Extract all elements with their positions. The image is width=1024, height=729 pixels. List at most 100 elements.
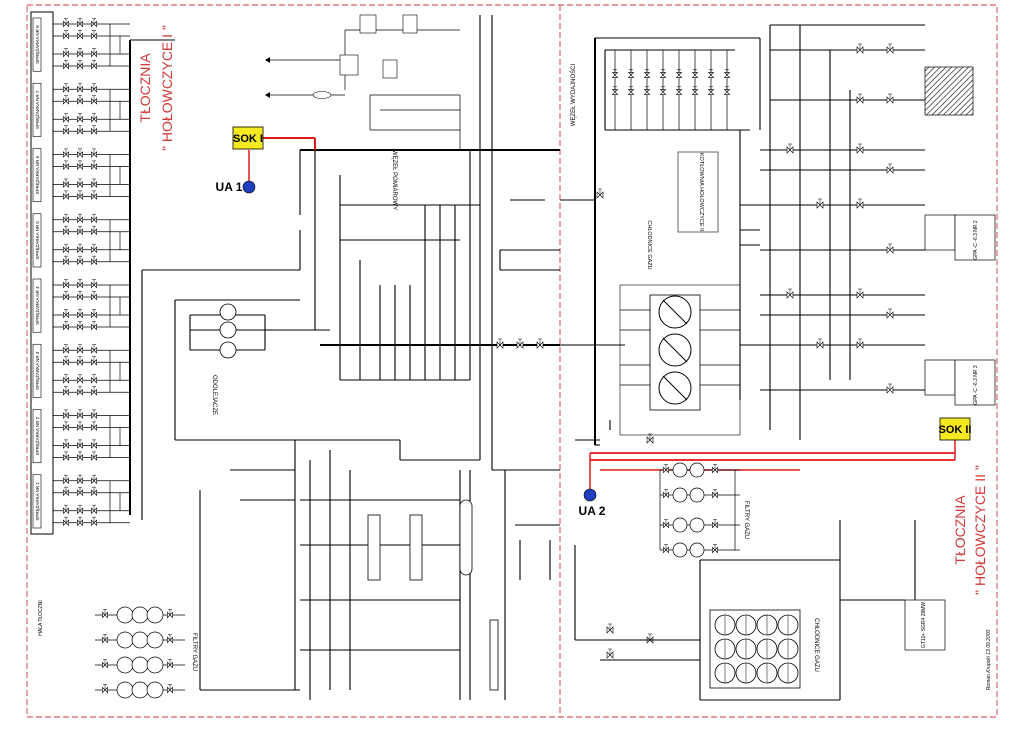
valve-icon — [63, 48, 69, 58]
compressor-unit: SPRĘŻARKA NR 6 — [32, 148, 42, 203]
valve-icon — [606, 623, 614, 634]
valve-icon — [77, 148, 83, 158]
hall-label: HALA TŁOCZNI — [38, 600, 44, 635]
valve-icon — [167, 609, 173, 619]
valve-icon — [691, 86, 699, 95]
gas-coolers-2-label: CHŁODNICE GAZU — [813, 618, 819, 672]
valve-icon — [63, 279, 69, 289]
valve-icon — [102, 684, 108, 694]
valve-icon — [886, 43, 894, 54]
ua-1-label: UA 1 — [216, 180, 243, 194]
valve-icon — [77, 409, 83, 419]
valve-icon — [77, 421, 83, 431]
valve-icon — [91, 255, 97, 266]
sok-2-label: SOK II — [938, 424, 971, 436]
valve-icon — [856, 198, 864, 209]
valve-icon — [63, 225, 69, 236]
lower-left-equipment — [199, 440, 560, 700]
valve-icon — [856, 43, 864, 54]
valve-icon — [77, 374, 83, 384]
compressor-unit: SPRĘŻARKA NR 1 — [32, 474, 42, 529]
valve-icon — [536, 338, 544, 349]
valve-icon — [663, 489, 669, 499]
valve-icon — [77, 309, 83, 319]
valve-icon — [856, 338, 864, 349]
valve-icon — [643, 69, 651, 78]
valve-icon — [63, 148, 69, 158]
valve-icon — [77, 30, 83, 40]
ua-2-label: UA 2 — [579, 504, 606, 518]
ua-2-marker — [583, 488, 597, 502]
valve-icon — [63, 486, 69, 497]
valve-icon — [91, 243, 97, 254]
valve-icon — [63, 356, 69, 366]
valve-icon — [91, 18, 97, 28]
valve-icon — [816, 338, 824, 349]
valve-icon — [77, 516, 83, 527]
valve-icon — [91, 516, 97, 527]
valve-icon — [91, 148, 97, 158]
valve-icon — [77, 439, 83, 449]
valve-icon — [63, 213, 69, 224]
valve-icon — [77, 474, 83, 485]
valve-icon — [167, 684, 173, 694]
compressor-unit: SPRĘŻARKA NR 3 — [32, 343, 42, 398]
right-lower-piping — [574, 520, 946, 701]
valve-icon — [712, 464, 718, 474]
compressor-unit: SPRĘŻARKA NR 5 — [32, 213, 42, 268]
valve-icon — [627, 86, 635, 95]
valve-icon — [606, 648, 614, 659]
valve-icon — [77, 83, 83, 93]
valve-icon — [91, 95, 97, 105]
valve-icon — [91, 486, 97, 497]
gas-filters-left — [95, 606, 185, 699]
valve-icon — [707, 86, 715, 95]
valve-icon — [91, 439, 97, 449]
gas-filters-right — [659, 462, 740, 558]
sok-1-label: SOK I — [233, 133, 263, 145]
valve-icon — [91, 451, 97, 461]
valve-icon — [91, 474, 97, 485]
gas-filters-right-label: FILTRY GAZU — [743, 501, 749, 539]
valve-icon — [643, 86, 651, 95]
compressor-label: SPRĘŻARKA NR 7 — [34, 90, 40, 129]
station-left-title: TŁOCZNIA — [137, 53, 153, 123]
valve-icon — [77, 18, 83, 28]
valve-icon — [516, 338, 524, 349]
valve-icon — [77, 190, 83, 200]
valve-icon — [91, 225, 97, 236]
valve-icon — [77, 95, 83, 105]
unit-3-label: GPA -C -6.3 NR 3 — [973, 365, 979, 405]
valve-icon — [63, 60, 69, 70]
compressor-label: SPRĘŻARKA NR 5 — [34, 221, 40, 260]
valve-icon — [91, 421, 97, 431]
valve-icon — [77, 279, 83, 289]
right-machine-valves — [496, 43, 894, 659]
valve-icon — [886, 308, 894, 319]
valve-icon — [786, 288, 794, 299]
valve-icon — [91, 386, 97, 396]
sok-2-box — [939, 417, 971, 441]
valve-icon — [63, 113, 69, 123]
valve-icon — [63, 83, 69, 93]
valve-icon — [63, 160, 69, 170]
boiler-house-box — [677, 151, 719, 233]
outlet-node-label: WĘZEŁ WYDAJNOŚCI — [569, 64, 577, 127]
valve-icon — [91, 178, 97, 188]
valve-icon — [91, 291, 97, 301]
valve-icon — [91, 409, 97, 419]
unit-2-label: GPA -C -6.3 NR 2 — [973, 220, 979, 260]
outlet-valves — [611, 50, 731, 130]
valve-icon — [77, 451, 83, 461]
valve-icon — [167, 634, 173, 644]
valve-icon — [886, 93, 894, 104]
valve-icon — [77, 504, 83, 515]
station-right-title: TŁOCZNIA — [952, 495, 968, 565]
valve-icon — [63, 291, 69, 301]
outer-border — [26, 4, 998, 718]
valve-icon — [63, 421, 69, 431]
valve-icon — [816, 198, 824, 209]
valve-icon — [663, 464, 669, 474]
